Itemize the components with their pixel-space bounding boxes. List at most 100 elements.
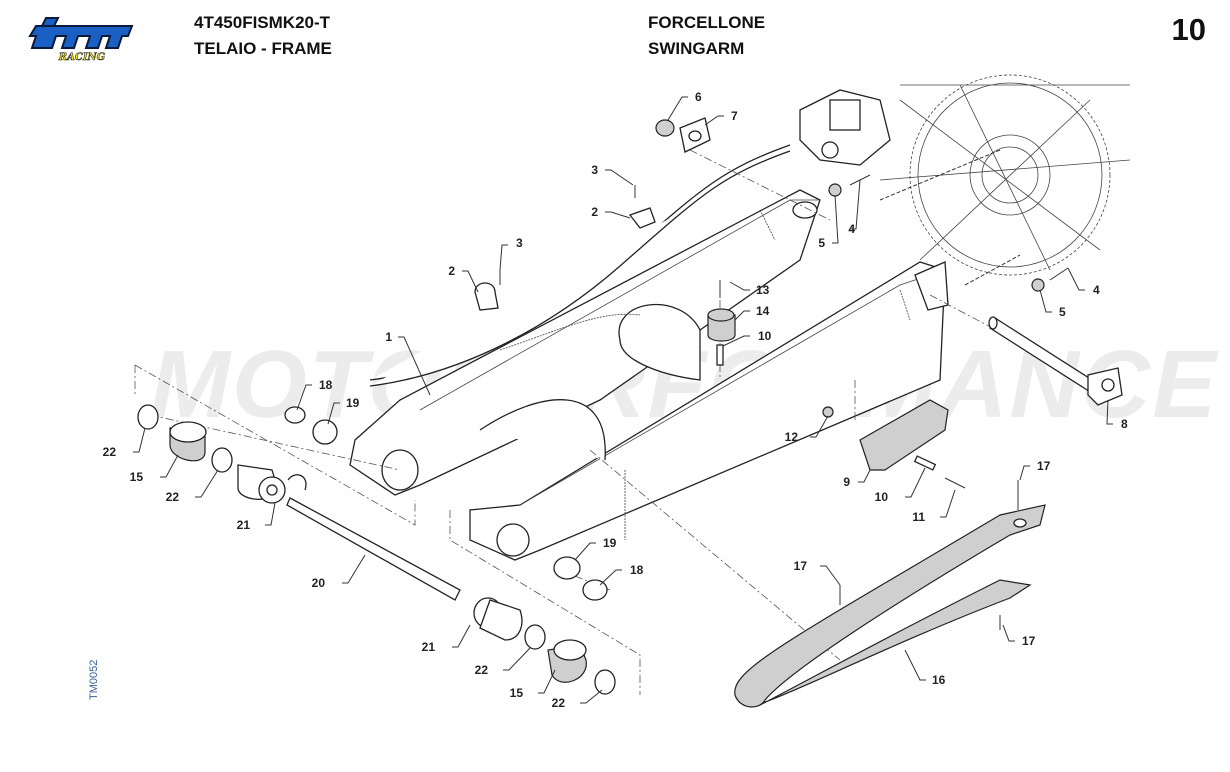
callout-bushing: 21: [422, 624, 471, 654]
callout-leader-line: [810, 415, 829, 438]
callout-adjuster-plate: 7: [704, 109, 738, 126]
callout-number: 22: [166, 490, 180, 504]
callout-chain-guide: 9: [843, 469, 871, 489]
callout-nut: 6: [667, 90, 702, 121]
callout-number: 15: [130, 470, 144, 484]
callout-clamp-screw: 3: [499, 236, 523, 271]
callout-nut: 5: [818, 194, 839, 250]
callout-number: 21: [422, 640, 436, 654]
callout-number: 3: [591, 163, 598, 177]
callout-leader-line: [133, 427, 146, 453]
callout-snap-ring: 22: [475, 647, 531, 677]
callout-leader-line: [1002, 624, 1015, 642]
brake-caliper: [799, 89, 891, 166]
callout-bushing: 21: [237, 502, 276, 532]
page-number: 10: [1171, 12, 1206, 47]
model-code: 4T450FISMK20-T: [194, 13, 331, 32]
callout-leader-line: [462, 270, 479, 293]
callout-leader-line: [398, 336, 431, 396]
assembly-guide: [134, 364, 416, 526]
callout-leader-line: [722, 335, 750, 347]
callout-clamp-screw: 3: [591, 163, 634, 186]
callout-cable-clamp: 2: [448, 264, 479, 293]
callout-leader-line: [1106, 399, 1113, 425]
callout-leader-line: [667, 96, 688, 121]
callout-leader-line: [1067, 267, 1085, 291]
callout-number: 10: [758, 329, 772, 343]
callout-number: 17: [1022, 634, 1036, 648]
callout-leader-line: [452, 624, 471, 648]
title-english: SWINGARM: [648, 39, 745, 58]
callout-leader-line: [905, 467, 926, 498]
callout-number: 22: [475, 663, 489, 677]
callout-leader-line: [1019, 465, 1030, 481]
callout-number: 19: [603, 536, 617, 550]
callout-nut: 5: [1039, 289, 1066, 319]
callout-washer: 19: [327, 396, 360, 425]
callout-number: 11: [912, 510, 925, 524]
callout-number: 9: [843, 475, 850, 489]
callout-leader-line: [599, 569, 622, 586]
callout-spacer: 10: [722, 329, 772, 347]
callout-leader-line: [904, 649, 926, 681]
callout-number: 2: [591, 205, 598, 219]
callout-leader-line: [820, 565, 841, 586]
callout-number: 16: [932, 673, 946, 687]
callout-chain-roller: 14: [734, 304, 770, 321]
callout-number: 3: [516, 236, 523, 250]
callout-number: 18: [319, 378, 333, 392]
callout-number: 22: [103, 445, 117, 459]
callout-number: 19: [346, 396, 360, 410]
callout-leader-line: [538, 669, 556, 694]
tm-racing-logo: RACING: [26, 12, 138, 64]
callout-number: 5: [818, 236, 825, 250]
callout-leader-line: [296, 384, 312, 411]
callout-number: 4: [1093, 283, 1100, 297]
tm-logo-mark: [28, 17, 134, 49]
callout-number: 4: [848, 222, 855, 236]
callout-screw: 13: [729, 281, 770, 297]
callout-number: 17: [1037, 459, 1051, 473]
chain-slider: [734, 480, 1046, 708]
callout-slider-screw: 17: [1019, 459, 1051, 481]
callout-number: 7: [731, 109, 738, 123]
callout-swingarm: 1: [385, 330, 431, 396]
callout-bearing: 15: [510, 669, 556, 700]
drive-chain: [879, 149, 1021, 286]
callout-cable-clamp: 2: [591, 205, 631, 219]
logo-racing-text: RACING: [58, 52, 106, 63]
callout-number: 17: [794, 559, 808, 573]
callout-pivot-nut: 18: [296, 378, 333, 411]
callout-leader-line: [704, 115, 724, 126]
callout-leader-line: [195, 469, 219, 498]
callout-leader-line: [729, 281, 750, 291]
callout-number: 5: [1059, 305, 1066, 319]
callout-leader-line: [832, 194, 839, 244]
callout-leader-line: [850, 179, 861, 230]
callout-leader-line: [734, 310, 750, 321]
callout-slider-screw: 17: [1002, 624, 1036, 648]
callout-leader-line: [574, 542, 596, 561]
callout-pivot-shaft: 20: [312, 554, 366, 590]
callout-snap-ring: 22: [103, 427, 146, 459]
callout-number: 20: [312, 576, 326, 590]
callout-leader-line: [940, 489, 956, 518]
callout-leader-line: [580, 689, 603, 704]
callout-number: 21: [237, 518, 251, 532]
group-title: TELAIO - FRAME: [194, 39, 332, 58]
chain-guide: [859, 399, 966, 489]
callout-number: 22: [552, 696, 566, 710]
callout-labels: 1223344556789101011121314151516171717181…: [103, 90, 1128, 710]
adjuster-parts: [474, 117, 1069, 418]
callout-bearing: 15: [130, 454, 179, 484]
callout-leader-line: [342, 554, 366, 584]
callout-nut: 12: [785, 415, 829, 444]
callout-snap-ring: 22: [166, 469, 219, 504]
rear-wheel-sprocket: [879, 74, 1131, 276]
callout-leader-line: [499, 244, 508, 271]
callout-leader-line: [327, 402, 340, 425]
callout-snap-ring: 22: [552, 689, 603, 710]
callout-slider-screw: 17: [794, 559, 841, 586]
callout-chain-slider: 16: [904, 649, 946, 687]
